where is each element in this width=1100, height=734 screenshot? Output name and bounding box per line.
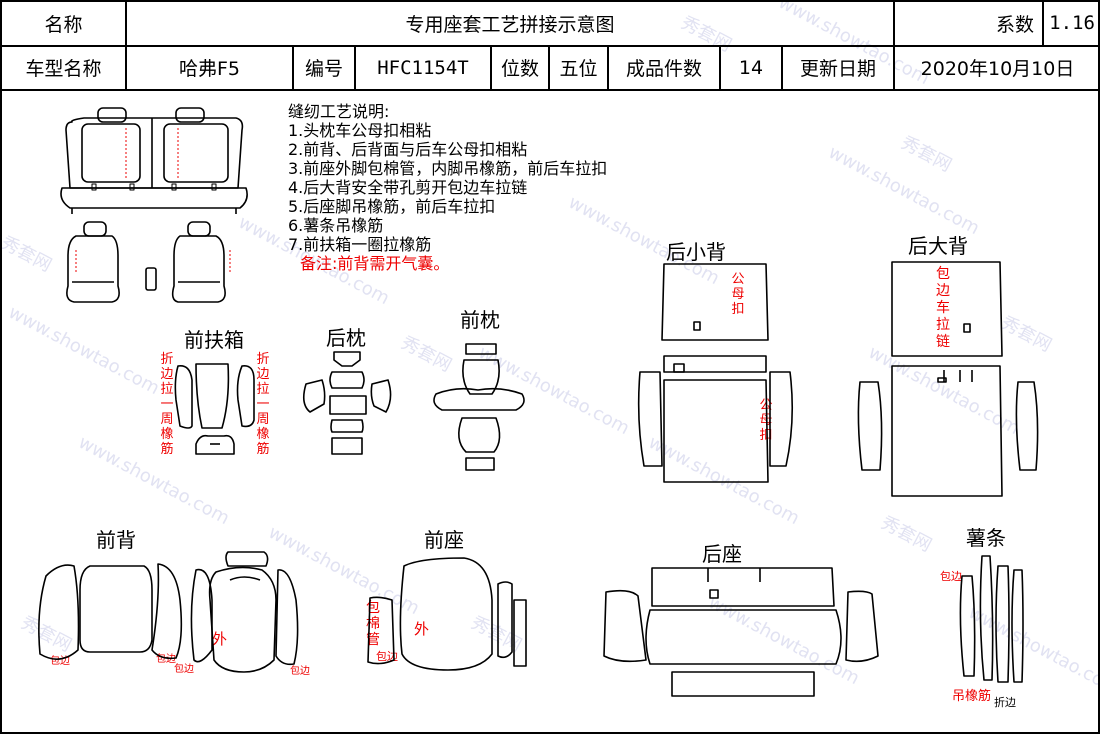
label-front-headrest: 前枕 (460, 308, 500, 332)
overview-front-seat-right (171, 221, 226, 303)
pieces-label: 成品件数 (607, 44, 721, 91)
sewing-notes: 缝纫工艺说明: 1.头枕车公母扣相粘 2.前背、后背面与后车公母扣相粘 3.前座… (288, 102, 607, 273)
label-front-seat: 前座 (424, 528, 464, 552)
notes-item: 4.后大背安全带孔剪开包边车拉链 (288, 178, 528, 197)
label-rear-seat: 后座 (702, 542, 742, 566)
pieces-value: 14 (719, 44, 783, 91)
label-fries: 薯条 (966, 526, 1006, 550)
rear-big-back-pieces (857, 261, 1039, 497)
annotation-front-back-edge: 包边 (290, 666, 310, 677)
rear-seat-pieces (603, 567, 879, 697)
fries-pieces (959, 555, 1024, 683)
notes-item: 2.前背、后背面与后车公母扣相粘 (288, 140, 528, 159)
label-rear-headrest: 后枕 (326, 326, 366, 350)
annotation-armrest-left: 折边拉一周橡筋 (160, 352, 174, 457)
label-rear-small-back: 后小背 (666, 240, 726, 264)
code-value: HFC1154T (354, 44, 492, 91)
notes-item: 6.薯条吊橡筋 (288, 216, 384, 235)
overview-front-seat-left (66, 221, 120, 303)
name-label: 名称 (0, 0, 127, 47)
label-front-back: 前背 (96, 528, 136, 552)
notes-item: 5.后座脚吊橡筋，前后车拉扣 (288, 197, 496, 216)
header-table: 名称 专用座套工艺拼接示意图 系数 1.16 车型名称 哈弗F5 编号 HFC1… (0, 0, 1100, 91)
notes-remark: 备注:前背需开气囊。 (300, 254, 450, 273)
coef-label: 系数 (893, 0, 1045, 47)
rear-small-back-pieces (637, 263, 794, 483)
label-front-armrest: 前扶箱 (184, 328, 244, 352)
front-headrest-pieces (433, 343, 525, 471)
annotation-front-seat-outer: 外 (414, 620, 430, 638)
annotation-front-back-outer: 外 (212, 630, 228, 648)
annotation-fries-fold: 折边 (994, 696, 1016, 709)
annotation-fries-edge: 包边 (940, 570, 962, 583)
front-back-pieces (38, 551, 299, 673)
annotation-front-seat-edge: 包边 (376, 650, 398, 663)
date-value: 2020年10月10日 (893, 44, 1100, 91)
notes-title: 缝纫工艺说明: (288, 102, 390, 121)
notes-item: 3.前座外脚包棉管，内脚吊橡筋，前后车拉扣 (288, 159, 608, 178)
overview-rear-bench (60, 107, 248, 214)
annotation-front-back-edge: 包边 (156, 654, 176, 665)
model-label: 车型名称 (0, 44, 127, 91)
label-rear-big-back: 后大背 (908, 234, 968, 258)
annotation-front-back-edge: 包边 (50, 656, 70, 667)
front-seat-pieces (367, 557, 527, 671)
rear-headrest-pieces (302, 351, 392, 455)
code-label: 编号 (292, 44, 356, 91)
annotation-big-back: 包边车拉链 (936, 266, 950, 350)
annotation-armrest-right: 折边拉一周橡筋 (256, 352, 270, 457)
seats-value: 五位 (548, 44, 609, 91)
notes-item: 7.前扶箱一圈拉橡筋 (288, 235, 432, 254)
annotation-front-back-edge: 包边 (174, 664, 194, 675)
front-armrest-pieces (174, 363, 255, 455)
notes-item: 1.头枕车公母扣相粘 (288, 121, 432, 140)
annotation-fries-rubber: 吊橡筋 (952, 689, 992, 704)
annotation-small-back-1: 公母扣 (731, 272, 745, 317)
model-value: 哈弗F5 (125, 44, 294, 91)
date-label: 更新日期 (780, 44, 896, 91)
overview-armrest (145, 267, 157, 291)
seats-label: 位数 (490, 44, 550, 91)
